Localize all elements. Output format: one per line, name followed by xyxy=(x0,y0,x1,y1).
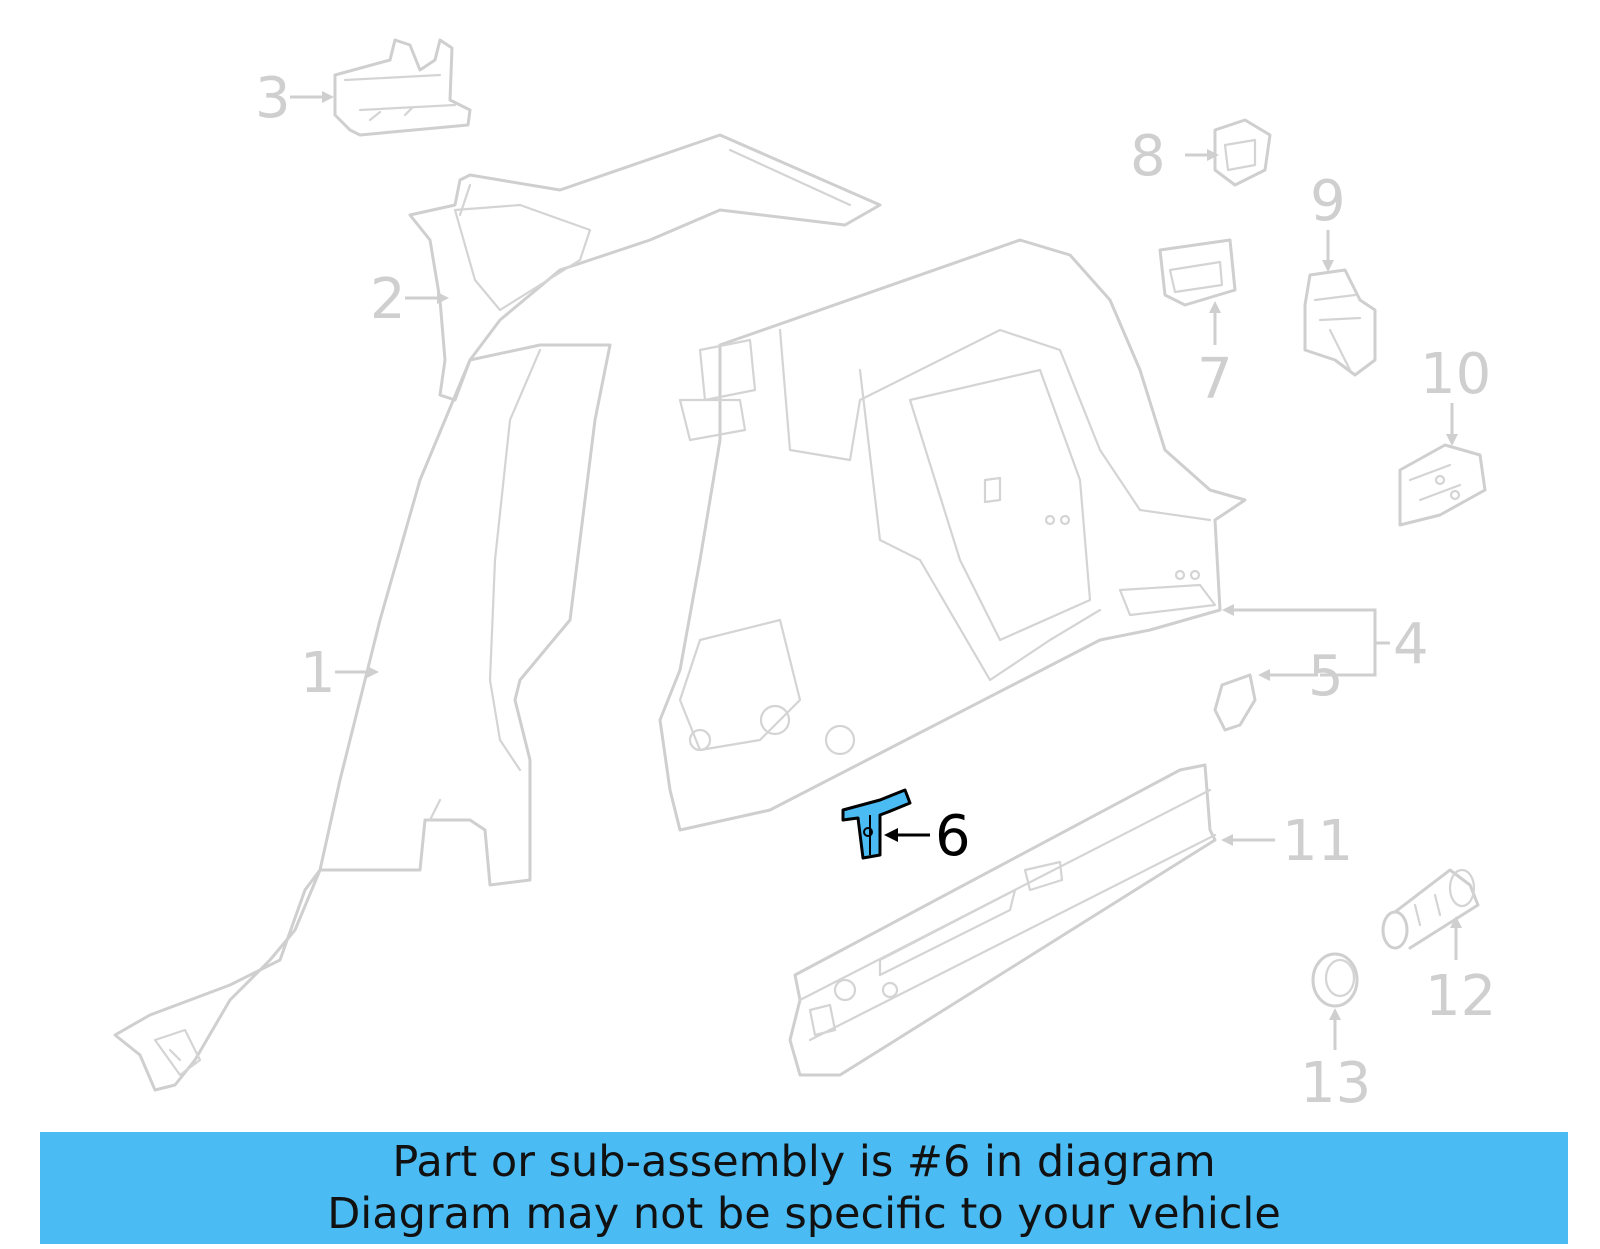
banner-line-2: Diagram may not be specific to your vehi… xyxy=(327,1189,1281,1239)
callout-5: 5 xyxy=(1308,644,1344,709)
part-11-drawing xyxy=(788,763,1217,1077)
part-8-drawing xyxy=(1213,118,1272,187)
part-12-drawing xyxy=(1381,868,1480,950)
callout-12: 12 xyxy=(1425,964,1496,1029)
part-3-drawing xyxy=(333,38,472,137)
callout-1: 1 xyxy=(300,641,336,706)
part-9-drawing xyxy=(1303,268,1377,377)
part-10-drawing xyxy=(1398,443,1487,527)
banner-line-1: Part or sub-assembly is #6 in diagram xyxy=(392,1137,1216,1187)
callout-3: 3 xyxy=(255,66,291,131)
part-13-drawing xyxy=(1311,952,1359,1008)
callout-13: 13 xyxy=(1300,1051,1371,1116)
callout-2: 2 xyxy=(370,267,406,332)
callout-4: 4 xyxy=(1393,612,1429,677)
callout-10: 10 xyxy=(1420,342,1491,407)
callout-11: 11 xyxy=(1282,809,1353,874)
part-5-drawing xyxy=(1213,673,1257,732)
part-4-drawing xyxy=(658,238,1247,832)
part-1-drawing xyxy=(113,343,612,1092)
part-7-drawing xyxy=(1158,238,1237,307)
part-2-drawing xyxy=(408,133,882,402)
callout-8: 8 xyxy=(1130,124,1166,189)
info-banner: Part or sub-assembly is #6 in diagram Di… xyxy=(40,1132,1568,1244)
part-6-drawing xyxy=(841,788,912,860)
callout-6: 6 xyxy=(935,804,971,869)
leader-lines xyxy=(290,91,1462,1050)
callout-7: 7 xyxy=(1197,347,1233,412)
callout-9: 9 xyxy=(1310,169,1346,234)
